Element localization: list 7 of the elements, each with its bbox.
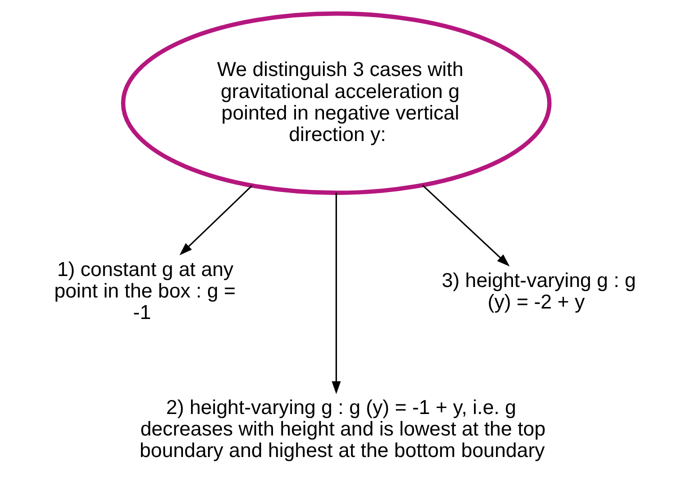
node-text: 2) height-varying g : g (y) = -1 + y, i.e. g decreases with height and is lowest at the top boundary and highest at the bottom boundary <box>139 396 545 462</box>
arrow <box>331 192 340 394</box>
node-text: 1) constant g at any point in the box : g = -1 <box>54 259 236 324</box>
node-text: 3) height-varying g : g (y) = -2 + y <box>441 270 636 314</box>
node-ellipse: We distinguish 3 cases with gravitational acceleration g pointed in negative vertical direction y: <box>120 11 552 195</box>
arrow <box>179 185 252 256</box>
arrow <box>422 184 510 266</box>
